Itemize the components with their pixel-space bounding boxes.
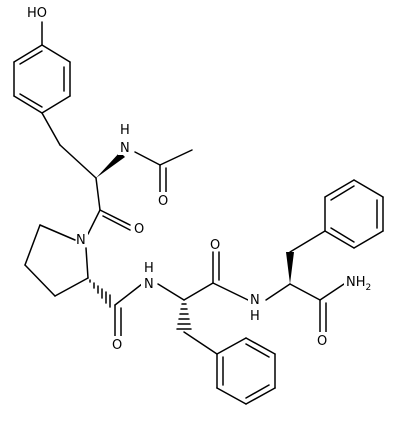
terminal-amide-subscript: 2: [366, 283, 372, 293]
terminal-amide-n-bond: [319, 283, 345, 301]
stereo-wedge-phe2: [286, 252, 294, 284]
phe2-phenyl-ring: [324, 179, 384, 249]
stereo-wedge-tyr: [96, 152, 125, 178]
pro-amide-bond: [114, 283, 143, 306]
tyr-co-bond-a: [99, 209, 131, 226]
tyr-co-bond-b: [102, 215, 131, 231]
acetyl-amide-n-label: N: [120, 141, 130, 156]
pro-amide-h-label: H: [144, 261, 154, 276]
tyr-beta-bond: [41, 112, 61, 146]
tyr-alpha-bond: [59, 144, 97, 179]
phe1-carbonyl-o-label: O: [210, 238, 220, 253]
stereo-hash-phe1: [176, 303, 192, 330]
terminal-amide-label: NH2: [346, 275, 371, 293]
phe1-ca-c-bond: [183, 282, 214, 301]
stereo-hash-pro: [89, 279, 111, 308]
acetyl-amide-h-label: H: [120, 123, 130, 138]
hydroxyl-label: HO: [27, 6, 47, 21]
terminal-amide-nh: NH: [346, 275, 366, 290]
tyr-carbonyl-o-label: O: [134, 222, 144, 237]
phe2-n-ca-bond: [265, 283, 291, 301]
acetyl-carbonyl-o-label: O: [158, 194, 168, 209]
acetyl-methyl-bond: [159, 149, 193, 166]
phe1-amide-n-label: N: [250, 293, 260, 308]
acetyl-n-c-bond: [134, 151, 161, 166]
tyrosine-phenol-ring: [13, 44, 71, 114]
tyr-pro-amide-bond: [87, 209, 101, 235]
tyr-carbonyl-bond: [95, 177, 101, 211]
phe1-amide-bond: [212, 282, 249, 301]
phe2-beta-bond: [289, 230, 326, 253]
pro-amide-n-label: N: [144, 277, 154, 292]
proline-n-label: N: [76, 233, 86, 248]
phe1-beta-bond: [183, 331, 218, 355]
phe1-amide-h-label: H: [250, 309, 260, 324]
pro-carbonyl-o-label: O: [112, 338, 122, 353]
proline-ring: [24, 224, 89, 297]
phe1-n-ca-bond: [157, 283, 185, 301]
terminal-carbonyl-o-label: O: [317, 334, 327, 349]
phe1-phenyl-ring: [216, 337, 276, 405]
phe2-ca-c-bond: [289, 283, 321, 301]
